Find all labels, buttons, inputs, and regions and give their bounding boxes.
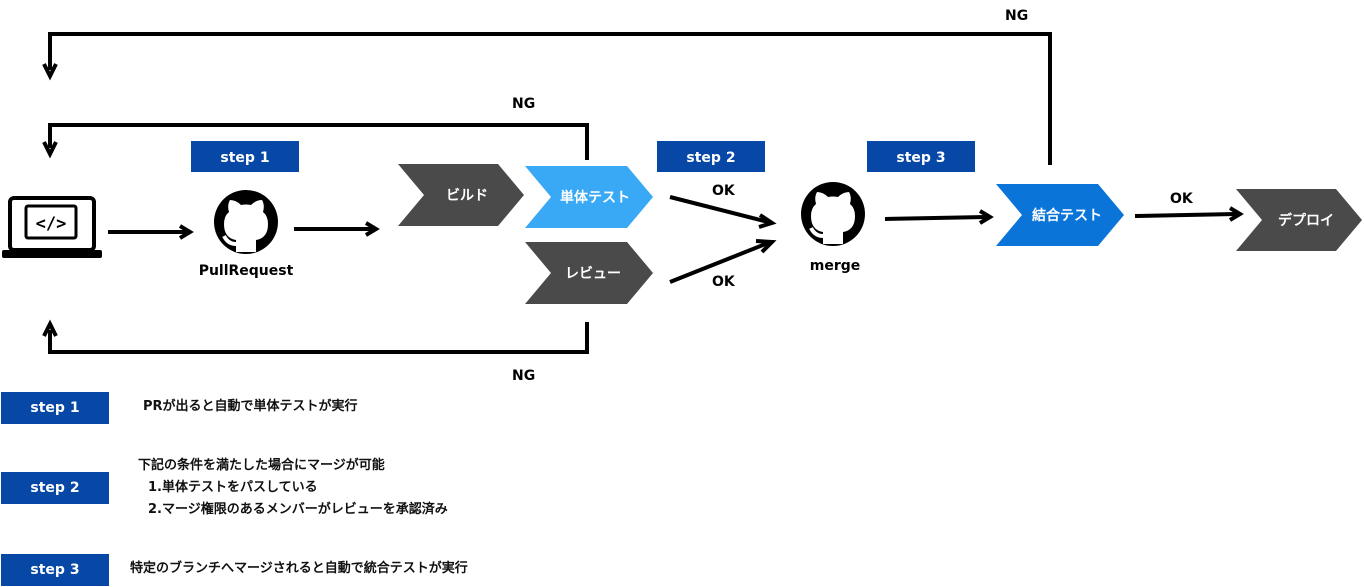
step2-badge [657, 141, 765, 172]
step2-badge-label: step 2 [686, 150, 735, 166]
build-label: ビルド [446, 188, 488, 204]
ng-top-arrowhead [42, 63, 58, 81]
legend-step3-badge: step 3 [1, 554, 109, 586]
legend-step2-line3: 2.マージ権限のあるメンバーがレビューを承認済み [148, 502, 448, 517]
ng-build-label: NG [512, 96, 535, 112]
code-laptop-icon: </> [2, 196, 102, 258]
deploy-label: デプロイ [1278, 212, 1334, 229]
step1-badge-label: step 1 [220, 150, 269, 166]
ng-build-arrowhead [42, 141, 58, 159]
unit-test-stage [525, 166, 653, 228]
github-icon [212, 188, 280, 256]
review-stage [525, 242, 653, 304]
legend-step1-badge: step 1 [1, 392, 109, 424]
pullrequest-label: PullRequest [199, 263, 294, 279]
integration-test-label: 結合テスト [1032, 207, 1102, 224]
ng-review-label: NG [512, 368, 535, 384]
legend-step2-line2: 1.単体テストをパスしている [148, 480, 318, 495]
ng-review-arrowhead [42, 319, 58, 337]
legend-step3-text: 特定のブランチへマージされると自動で統合テストが実行 [130, 561, 468, 576]
svg-text:</>: </> [36, 214, 67, 234]
ok-unit-label: OK [712, 183, 736, 199]
review-label: レビュー [565, 266, 621, 282]
ng-top-loop [48, 32, 1052, 165]
arrow-unit-to-merge [669, 195, 769, 224]
step3-badge [867, 141, 975, 172]
arrow-review-to-merge [669, 241, 769, 284]
ok-review-label: OK [712, 274, 736, 290]
legend-step2-line1: 下記の条件を満たした場合にマージが可能 [138, 458, 385, 473]
integration-test-stage [996, 184, 1124, 246]
ng-top-label: NG [1005, 8, 1028, 24]
merge-label: merge [810, 258, 861, 274]
legend-step2-badge: step 2 [1, 472, 109, 504]
deploy-stage [1236, 189, 1362, 251]
step1-badge [191, 141, 299, 172]
ok-integration-label: OK [1170, 191, 1194, 207]
build-stage [398, 164, 524, 226]
ng-review-loop [48, 322, 589, 354]
arrow-to-integration [884, 215, 987, 221]
ng-build-loop [48, 123, 589, 160]
merge-github-icon [799, 180, 867, 248]
step3-badge-label: step 3 [896, 150, 945, 166]
legend-step1-text: PRが出ると自動で単体テストが実行 [143, 399, 358, 414]
unit-test-label: 単体テスト [560, 189, 630, 206]
arrow-to-deploy [1134, 212, 1237, 218]
